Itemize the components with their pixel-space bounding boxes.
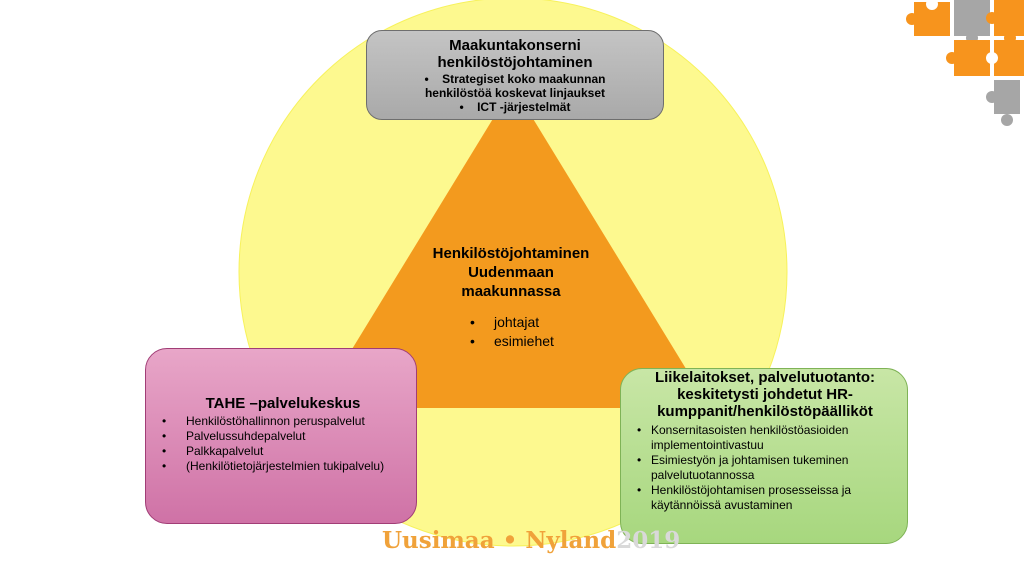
puzzle-pieces-icon xyxy=(906,0,1024,126)
title-line: Henkilöstöjohtaminen xyxy=(432,245,590,262)
title-line: keskitetysti johdetut HR- xyxy=(677,386,853,403)
list-item-text: käytännöissä avustaminen xyxy=(651,498,793,512)
title-line: Liikelaitokset, palvelutuotanto: xyxy=(654,369,876,386)
title-line: kumppanit/henkilöstöpäälliköt xyxy=(657,403,873,420)
list-item: johtajat xyxy=(420,313,602,332)
list-item: • ICT -järjestelmät xyxy=(367,100,663,114)
list-item-continued: henkilöstöä koskevat linjaukset xyxy=(367,86,663,100)
list-item: esimiehet xyxy=(420,332,602,351)
brand-separator: • xyxy=(502,527,518,554)
brand-name-fi: Uusimaa xyxy=(382,527,495,554)
list-item-text: henkilöstöä koskevat linjaukset xyxy=(424,86,606,100)
group-management-list: • Strategiset koko maakunnan henkilöstöä… xyxy=(367,72,663,114)
list-item: Esimiestyön ja johtamisen tukeminen palv… xyxy=(633,453,897,483)
list-item-text: palvelutuotannossa xyxy=(651,468,755,482)
center-title: Henkilöstöjohtaminen Uudenmaan maakunnas… xyxy=(420,244,602,301)
list-item-text: Konsernitasoisten henkilöstöasioiden xyxy=(651,423,849,437)
service-center-title: TAHE –palvelukeskus xyxy=(205,395,361,412)
list-item: • Strategiset koko maakunnan xyxy=(367,72,663,86)
business-units-list: Konsernitasoisten henkilöstöasioiden imp… xyxy=(633,423,897,513)
title-line: maakunnassa xyxy=(461,283,561,300)
bullet-icon: • xyxy=(459,100,478,114)
center-label: Henkilöstöjohtaminen Uudenmaan maakunnas… xyxy=(420,244,602,351)
service-center-box: TAHE –palvelukeskus Henkilöstöhallinnon … xyxy=(145,348,417,524)
list-item: Palvelussuhdepalvelut xyxy=(160,429,406,444)
list-item: Henkilöstöhallinnon peruspalvelut xyxy=(160,414,406,429)
group-management-title: Maakuntakonserni henkilöstöjohtaminen xyxy=(367,37,663,71)
list-item: (Henkilötietojärjestelmien tukipalvelu) xyxy=(160,459,406,474)
list-item: Palkkapalvelut xyxy=(160,444,406,459)
business-units-box: Liikelaitokset, palvelutuotanto: keskite… xyxy=(620,368,908,544)
group-management-box: Maakuntakonserni henkilöstöjohtaminen • … xyxy=(366,30,664,120)
list-item-text: Strategiset koko maakunnan xyxy=(442,72,606,86)
list-item-text: ICT -järjestelmät xyxy=(477,100,571,114)
list-item: Konsernitasoisten henkilöstöasioiden imp… xyxy=(633,423,897,453)
title-line: henkilöstöjohtaminen xyxy=(437,54,593,71)
title-line: Maakuntakonserni xyxy=(449,37,581,54)
bullet-icon: • xyxy=(424,72,443,86)
list-item-text: implementointivastuu xyxy=(651,438,764,452)
title-line: Uudenmaan xyxy=(468,264,554,281)
brand-year: 2019 xyxy=(616,527,681,554)
brand-name-sv: Nyland xyxy=(525,527,617,554)
center-list: johtajat esimiehet xyxy=(420,313,602,351)
service-center-list: Henkilöstöhallinnon peruspalvelut Palvel… xyxy=(160,414,406,474)
orange-triangle xyxy=(316,86,710,408)
brand-logo: Uusimaa • Nyland2019 xyxy=(382,526,680,556)
business-units-title: Liikelaitokset, palvelutuotanto: keskite… xyxy=(633,369,897,420)
list-item-text: Henkilöstöjohtamisen prosesseissa ja xyxy=(651,483,852,497)
list-item-text: Esimiestyön ja johtamisen tukeminen xyxy=(651,453,849,467)
list-item: Henkilöstöjohtamisen prosesseissa ja käy… xyxy=(633,483,897,513)
